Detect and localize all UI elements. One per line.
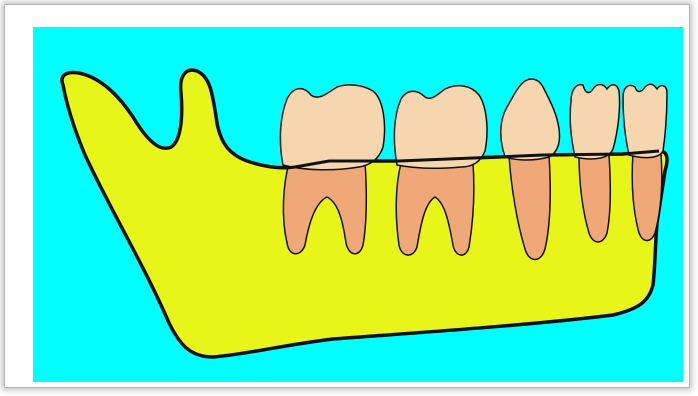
tooth-premolar-1-crown [570, 85, 619, 159]
mandible-illustration [33, 27, 683, 382]
tooth-molar-2-crown [280, 85, 384, 170]
mandible-svg [33, 27, 683, 382]
tooth-premolar-2-crown [501, 79, 560, 160]
image-frame [4, 4, 690, 388]
tooth-canine-crown [623, 84, 667, 157]
tooth-molar-1-crown [394, 86, 487, 169]
